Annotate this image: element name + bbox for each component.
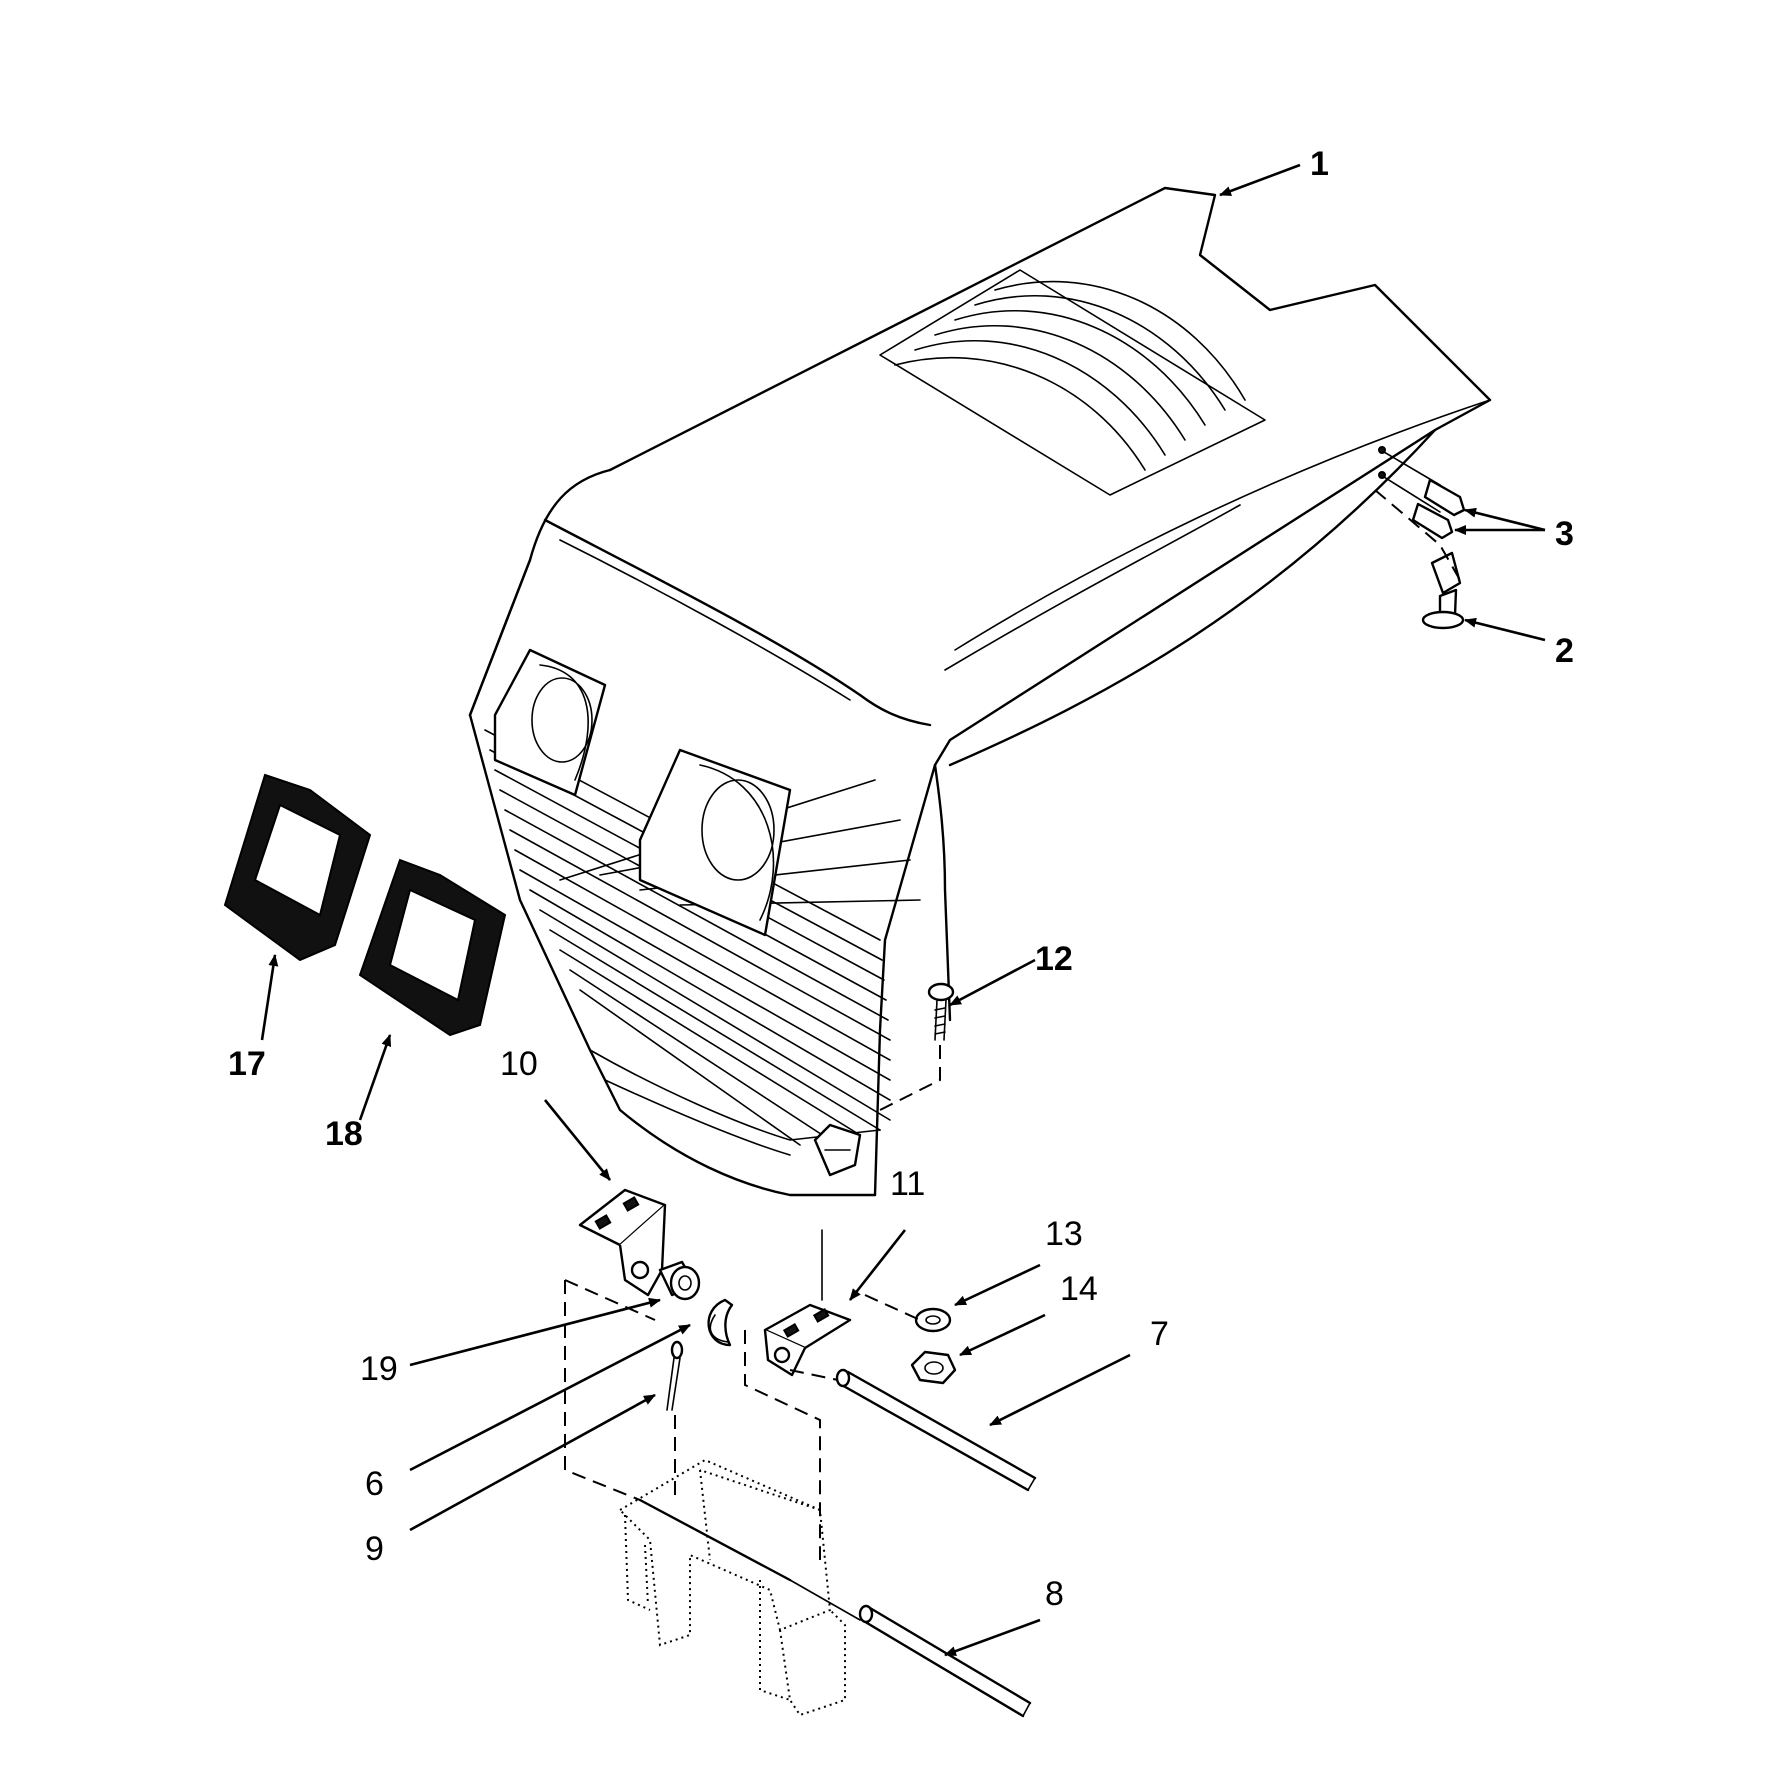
hood xyxy=(468,186,1492,1197)
front-tow-loop xyxy=(813,1123,862,1177)
hinge-bracket-10 xyxy=(578,1188,667,1297)
callout-11: 11 xyxy=(890,1165,925,1203)
retaining-ring-6 xyxy=(707,1298,734,1347)
hinge-bracket-11 xyxy=(763,1229,852,1377)
callout-labels: 1 2 3 6 7 8 9 10 11 12 13 14 17 18 19 xyxy=(228,145,1574,1613)
callout-9: 9 xyxy=(365,1530,384,1568)
callout-1: 1 xyxy=(1310,145,1329,183)
cotter-pin-9 xyxy=(666,1340,684,1411)
callout-8: 8 xyxy=(1045,1575,1064,1613)
callout-18: 18 xyxy=(325,1115,363,1153)
washer-13 xyxy=(914,1307,952,1333)
callout-14: 14 xyxy=(1060,1270,1098,1308)
pin-8 xyxy=(858,1604,1032,1718)
right-headlight-opening xyxy=(638,748,792,937)
callout-2: 2 xyxy=(1555,632,1574,670)
bolt-12 xyxy=(879,982,955,1111)
nut-14 xyxy=(910,1350,957,1385)
callout-leaders xyxy=(260,163,1546,1657)
hood-pins xyxy=(1374,446,1466,581)
headlight-bezel-17 xyxy=(223,773,372,962)
headlight-bezel-18 xyxy=(358,858,507,1037)
callout-17: 17 xyxy=(228,1045,266,1083)
bushing-19 xyxy=(658,1260,701,1301)
callout-7: 7 xyxy=(1150,1315,1169,1353)
frame-mount-phantom xyxy=(618,1458,861,1717)
callout-13: 13 xyxy=(1045,1215,1083,1253)
hood-top-vents xyxy=(879,269,1266,496)
hood-latch xyxy=(1421,551,1465,630)
left-headlight-opening xyxy=(493,648,607,797)
callout-12: 12 xyxy=(1035,940,1073,978)
front-grille xyxy=(484,729,921,1146)
callout-10: 10 xyxy=(500,1045,538,1083)
callout-19: 19 xyxy=(360,1350,398,1388)
alignment-lines xyxy=(564,1279,921,1560)
pin-7 xyxy=(789,1368,1037,1492)
callout-6: 6 xyxy=(365,1465,384,1503)
callout-3: 3 xyxy=(1555,515,1574,553)
